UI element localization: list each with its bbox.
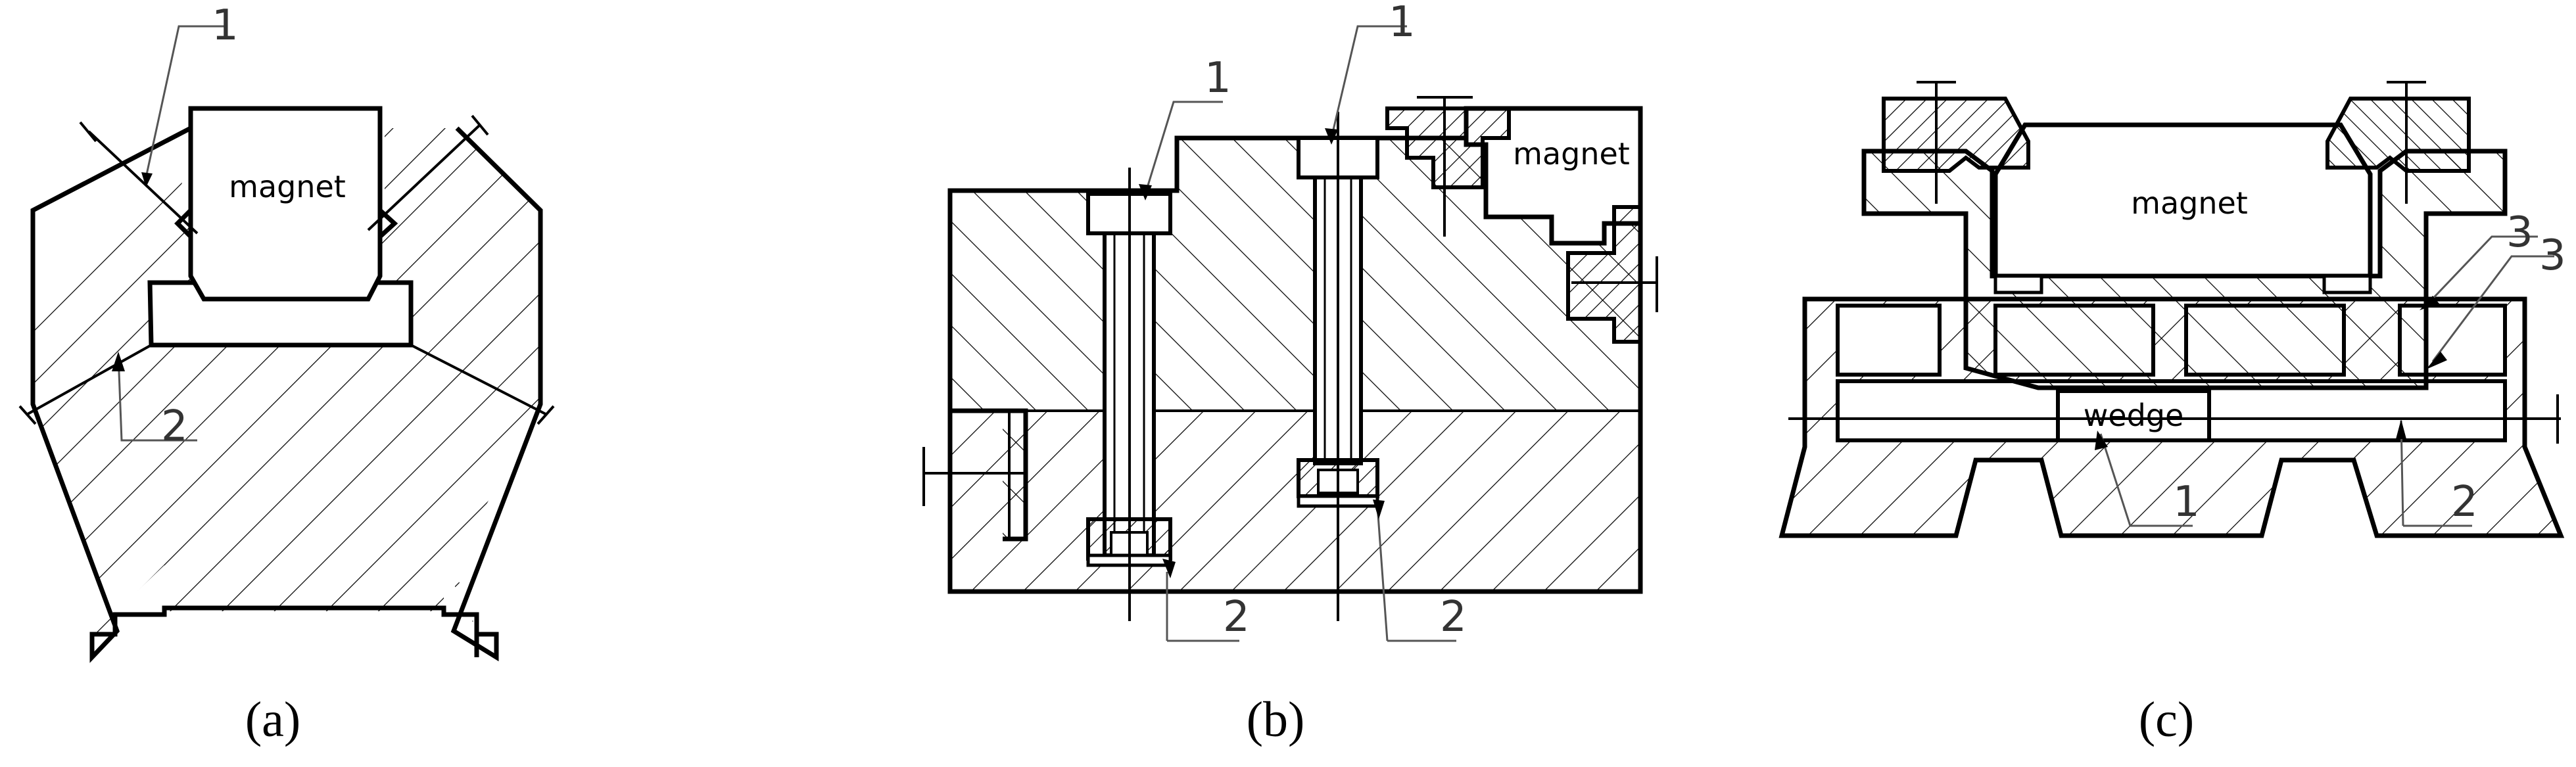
panel-b-callout-2-right: 2 <box>1440 593 1467 641</box>
panel-c-callout-3-upper: 3 <box>2506 208 2533 257</box>
panel-a-magnet <box>188 106 383 302</box>
panel-c-wedge-label: wedge <box>2084 398 2184 433</box>
panel-c-wedge <box>2056 389 2211 442</box>
panel-c-callout-1: 1 <box>2173 478 2200 526</box>
panel-a-body <box>33 128 540 657</box>
panel-c: magnet wedge 3 3 1 2 (c) <box>1778 81 2566 747</box>
panel-a-magnet-label: magnet <box>229 169 346 204</box>
panel-a-callout-2: 2 <box>161 402 188 451</box>
panel-a: magnet 1 2 (a) <box>18 1 555 747</box>
panel-b: magnet 1 <box>922 0 1658 747</box>
panel-c-caption: (c) <box>2139 692 2194 747</box>
panel-c-carrier <box>1861 149 2508 390</box>
panel-c-magnet-label: magnet <box>2131 185 2248 221</box>
panel-b-callout-1-left: 1 <box>1205 54 1231 103</box>
panel-a-callout-1: 1 <box>212 1 239 50</box>
panel-a-outline <box>30 126 543 663</box>
panel-b-lower-plate <box>950 411 1640 592</box>
panel-b-bolt-left <box>1086 168 1172 621</box>
panel-b-magnet-label: magnet <box>1513 136 1630 172</box>
panel-c-callout-2: 2 <box>2451 478 2478 526</box>
panel-b-bolt-right <box>1297 112 1379 621</box>
panel-c-callout-3-lower: 3 <box>2539 231 2566 280</box>
panel-a-caption: (a) <box>245 692 300 747</box>
panel-b-caption: (b) <box>1247 692 1305 747</box>
panel-b-callout-2-left: 2 <box>1223 593 1250 641</box>
panel-b-callout-1-right: 1 <box>1389 0 1416 47</box>
